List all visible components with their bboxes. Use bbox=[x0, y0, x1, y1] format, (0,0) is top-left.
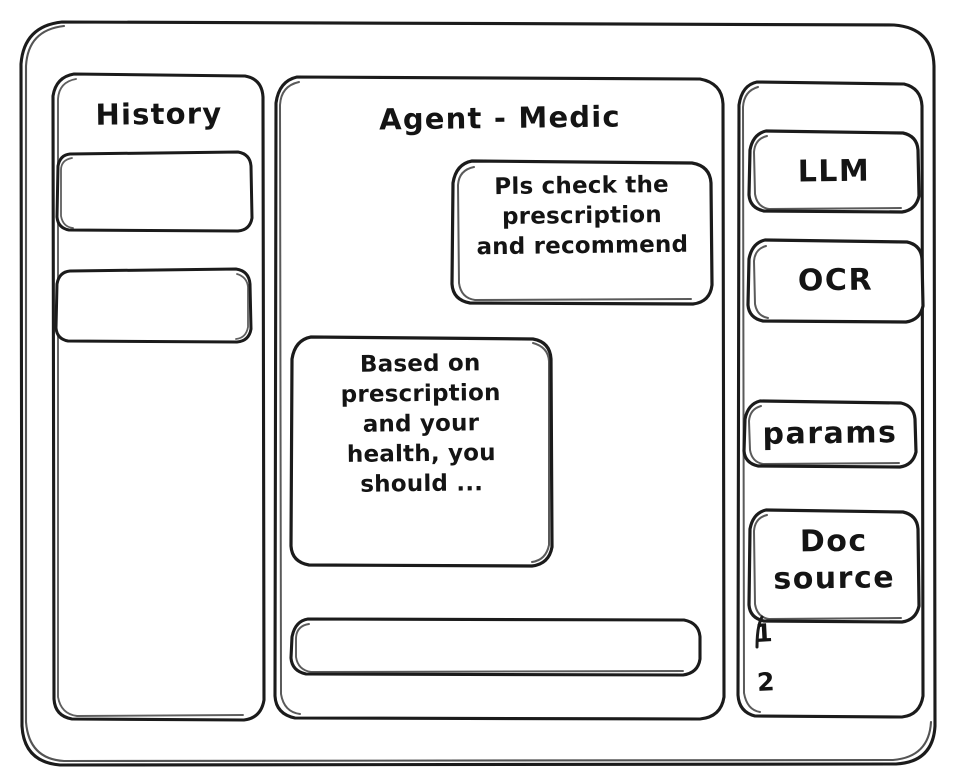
message-agent: Based on prescription and your health, y… bbox=[340, 350, 501, 498]
message-user: Pls check the prescription and recommend bbox=[476, 171, 689, 261]
sidebar-left-title: History bbox=[95, 96, 223, 132]
page-title: Agent - Medic bbox=[378, 99, 622, 137]
message-input[interactable] bbox=[291, 619, 700, 676]
history-item-1[interactable] bbox=[57, 152, 252, 232]
doc-source-entry-1[interactable]: 1 bbox=[754, 618, 774, 649]
params-button[interactable] bbox=[744, 401, 916, 467]
doc-source-button[interactable] bbox=[749, 510, 919, 622]
doc-source-entry-2[interactable]: 2 bbox=[756, 667, 776, 698]
history-item-2[interactable] bbox=[56, 269, 251, 342]
tool-button-llm[interactable] bbox=[749, 131, 919, 212]
tool-button-ocr[interactable] bbox=[748, 240, 923, 322]
